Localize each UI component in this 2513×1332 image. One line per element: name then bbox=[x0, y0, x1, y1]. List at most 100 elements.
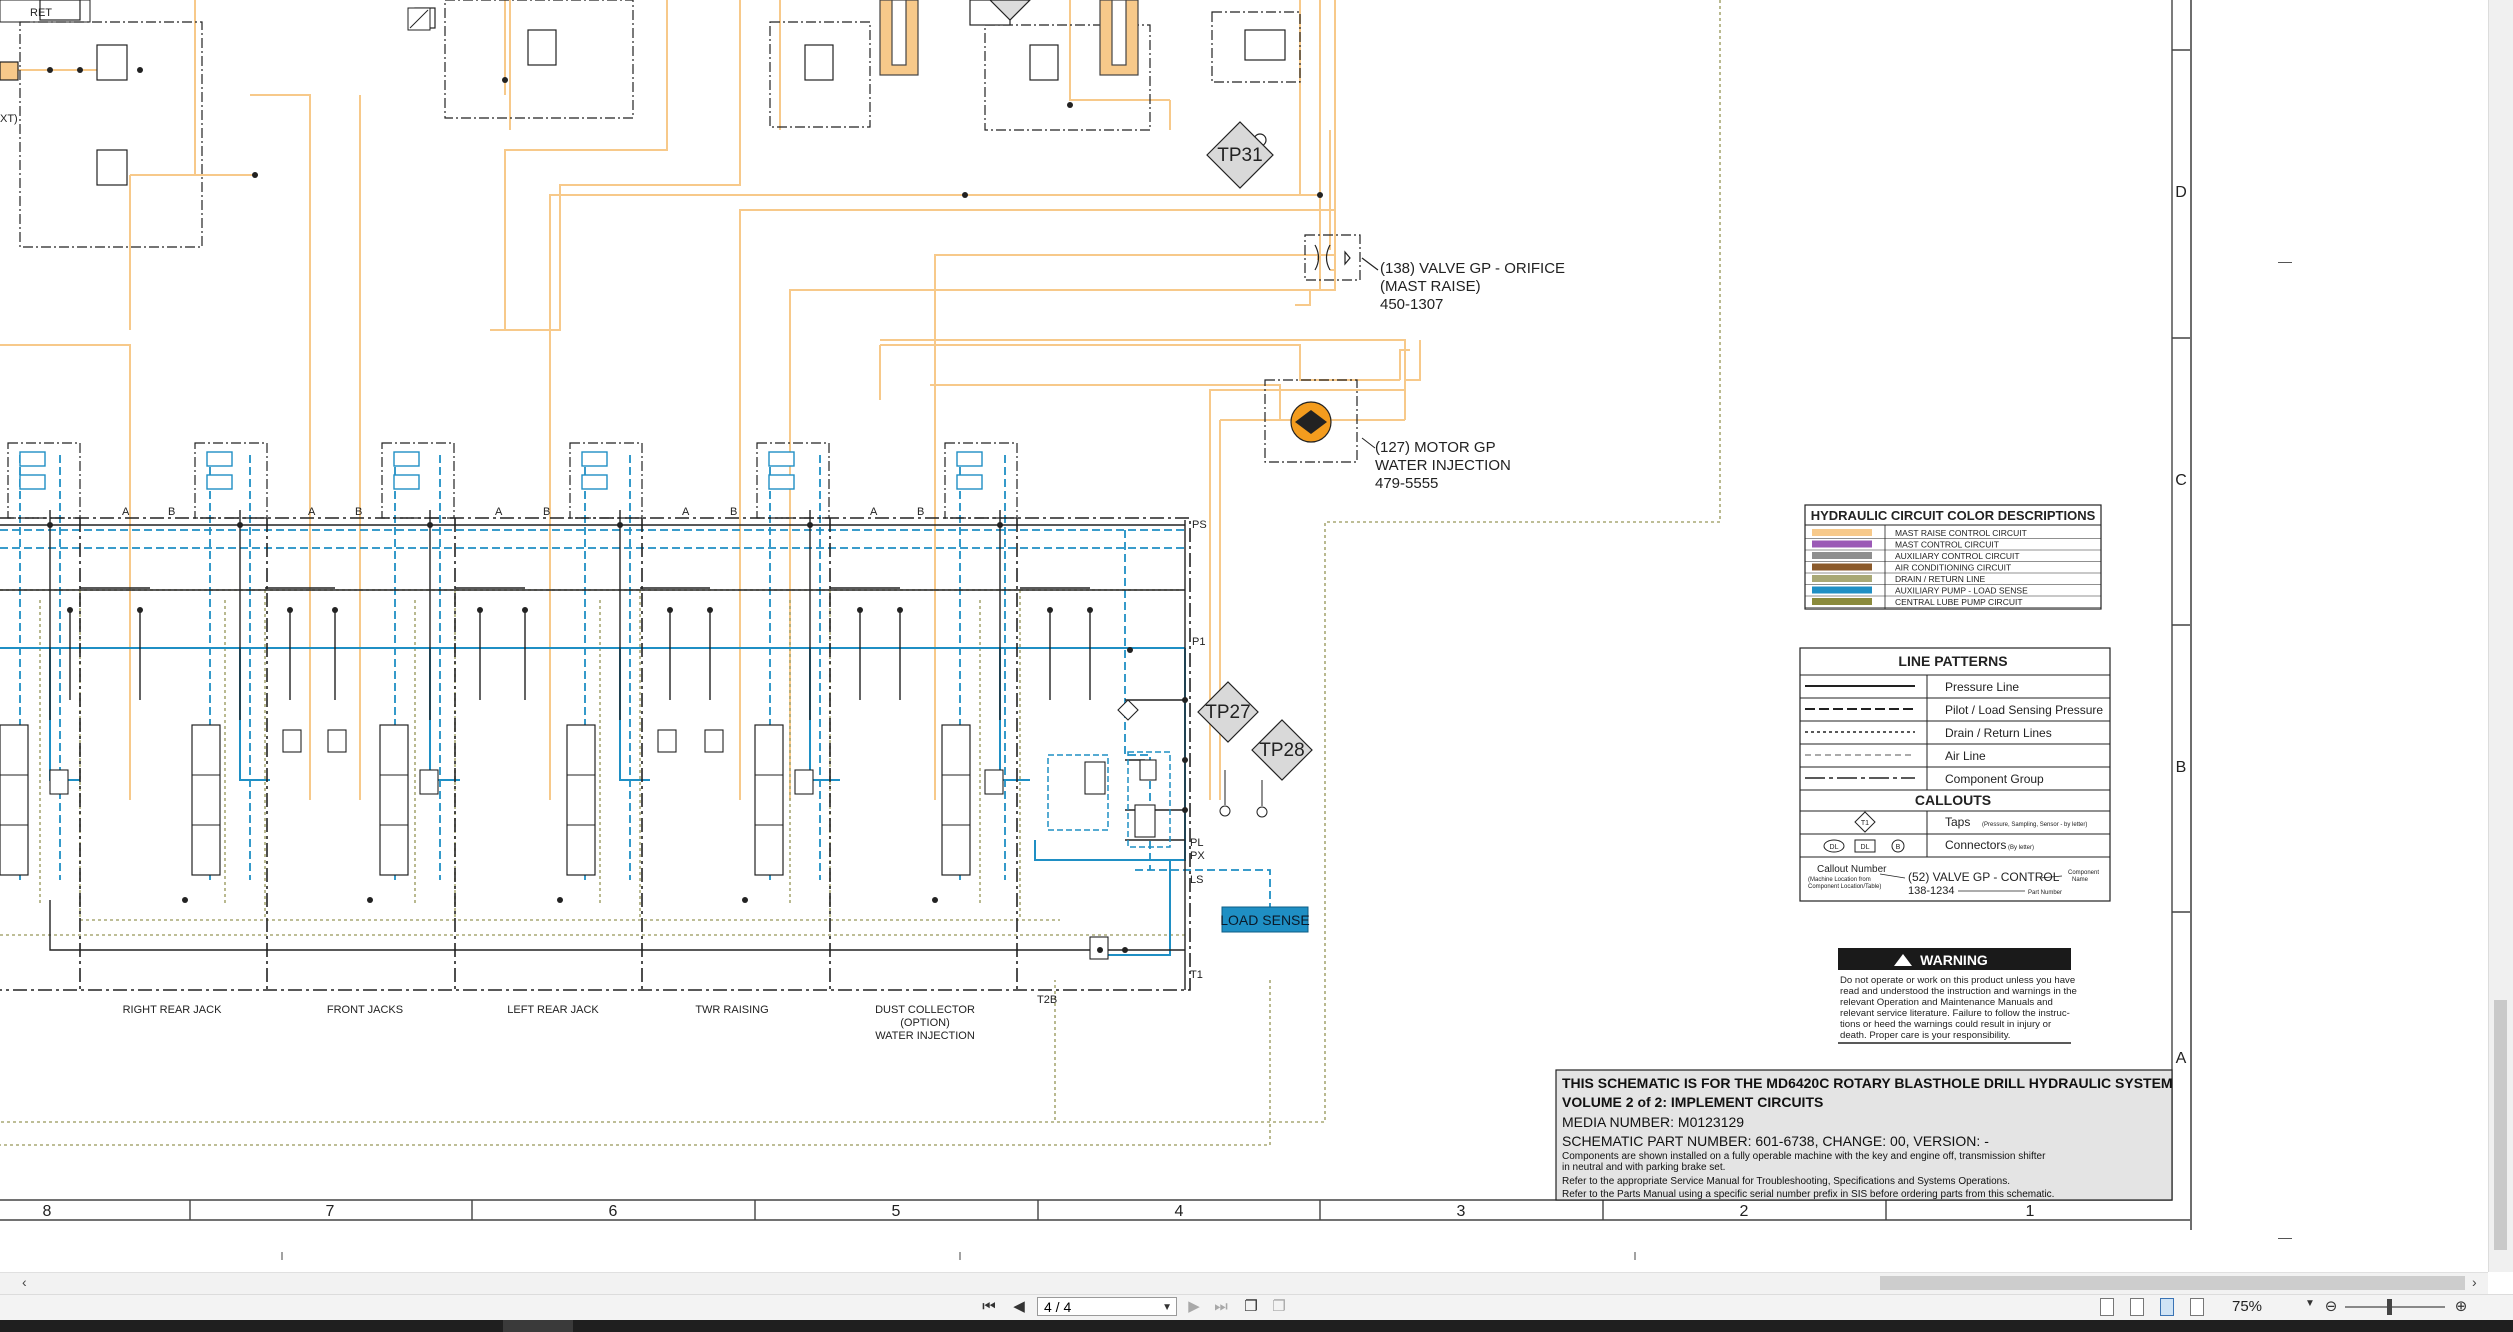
load-sense-group bbox=[1047, 754, 1109, 831]
page-number-field[interactable]: 4 / 4 ▼ bbox=[1037, 1297, 1177, 1316]
callouts-title: CALLOUTS bbox=[1915, 792, 1991, 808]
port-b-2: B bbox=[355, 506, 362, 518]
page-margin-mark bbox=[2278, 262, 2292, 263]
taps-label: Taps bbox=[1945, 815, 1970, 829]
zoom-slider-thumb[interactable] bbox=[2387, 1299, 2392, 1315]
pilot-module-icons bbox=[19, 451, 983, 490]
callout-number-label: Callout Number bbox=[1817, 864, 1887, 875]
chevron-down-icon[interactable]: ▼ bbox=[1162, 1302, 1172, 1313]
horizontal-scroll-thumb[interactable] bbox=[1880, 1276, 2465, 1290]
port-t2b: T2B bbox=[1037, 994, 1057, 1006]
single-page-view-icon[interactable] bbox=[2100, 1298, 2114, 1316]
zoom-level[interactable]: 75% bbox=[2232, 1298, 2263, 1315]
zoom-dropdown-icon[interactable]: ▼ bbox=[2305, 1298, 2315, 1309]
section-right-rear-jack: RIGHT REAR JACK bbox=[123, 1004, 222, 1016]
callout-example: (52) VALVE GP - CONTROL bbox=[1908, 870, 2060, 884]
next-page-icon[interactable]: ▶ bbox=[1188, 1298, 1200, 1315]
pattern-pilot-line: Pilot / Load Sensing Pressure bbox=[1945, 703, 2103, 717]
next-view-icon[interactable]: ❐ bbox=[1272, 1298, 1286, 1315]
col-number-3: 3 bbox=[1457, 1203, 1466, 1220]
top-dots bbox=[47, 67, 1323, 198]
legend-swatch bbox=[1812, 540, 1872, 548]
last-page-icon[interactable]: ⏭ bbox=[1214, 1298, 1228, 1315]
title-line-2: VOLUME 2 of 2: IMPLEMENT CIRCUITS bbox=[1562, 1094, 1823, 1110]
col-number-8: 8 bbox=[43, 1203, 52, 1220]
taskbar-tab[interactable] bbox=[503, 1320, 573, 1332]
title-block: THIS SCHEMATIC IS FOR THE MD6420C ROTARY… bbox=[1555, 1069, 2173, 1201]
connector-ex-1: DL bbox=[1830, 844, 1839, 851]
spool-valves bbox=[0, 724, 971, 876]
media-number: MEDIA NUMBER: M0123129 bbox=[1562, 1114, 1744, 1130]
two-page-continuous-view-icon[interactable] bbox=[2190, 1298, 2204, 1316]
continuous-view-icon[interactable] bbox=[2130, 1298, 2144, 1316]
legend-label: AUXILIARY CONTROL CIRCUIT bbox=[1895, 551, 2020, 561]
taskbar bbox=[0, 1320, 2513, 1332]
legend-swatch bbox=[1812, 563, 1872, 571]
connectors-label: Connectors bbox=[1945, 838, 2006, 852]
port-a-3: A bbox=[495, 506, 503, 518]
color-legend: HYDRAULIC CIRCUIT COLOR DESCRIPTIONS MAS… bbox=[1804, 504, 2102, 610]
orifice-callout-2: (MAST RAISE) bbox=[1380, 278, 1481, 295]
line-patterns-title: LINE PATTERNS bbox=[1898, 653, 2007, 669]
tp31-label: TP31 bbox=[1217, 145, 1262, 166]
port-p1: P1 bbox=[1192, 636, 1205, 648]
orifice-callout-3: 450-1307 bbox=[1380, 296, 1443, 313]
row-letter-a: A bbox=[2176, 1050, 2187, 1067]
port-b-1: B bbox=[168, 506, 175, 518]
port-px: PX bbox=[1190, 850, 1205, 862]
title-note-3: Refer to the appropriate Service Manual … bbox=[1562, 1176, 2010, 1187]
part-number-label: Part Number bbox=[2028, 890, 2062, 896]
motor-callout-3: 479-5555 bbox=[1375, 475, 1438, 492]
hydraulic-schematic: RET XT) (138) VALVE GP - ORIFICE (MAST R… bbox=[0, 0, 2190, 1260]
section-option: (OPTION) bbox=[900, 1017, 950, 1029]
drain-lines bbox=[0, 0, 1721, 1146]
motor-callout-1: (127) MOTOR GP bbox=[1375, 439, 1496, 456]
port-b-5: B bbox=[917, 506, 924, 518]
ret-label: RET bbox=[30, 7, 52, 19]
orifice-callout-1: (138) VALVE GP - ORIFICE bbox=[1380, 260, 1565, 277]
title-line-1: THIS SCHEMATIC IS FOR THE MD6420C ROTARY… bbox=[1562, 1075, 2173, 1091]
scroll-right-arrow-icon[interactable]: › bbox=[2472, 1274, 2477, 1290]
scroll-left-arrow-icon[interactable]: ‹ bbox=[22, 1274, 27, 1290]
two-page-view-icon[interactable] bbox=[2160, 1298, 2174, 1316]
section-twr-raising: TWR RAISING bbox=[695, 1004, 768, 1016]
warning-text-4: relevant service literature. Failure to … bbox=[1840, 1008, 2070, 1019]
zoom-slider-track[interactable] bbox=[2345, 1306, 2445, 1308]
pattern-drain-line: Drain / Return Lines bbox=[1945, 726, 2052, 740]
previous-view-icon[interactable]: ❐ bbox=[1244, 1298, 1258, 1315]
callout-number-note-2: Component Location/Table) bbox=[1808, 884, 1881, 890]
section-left-rear-jack: LEFT REAR JACK bbox=[507, 1004, 599, 1016]
row-letter-c: C bbox=[2175, 472, 2187, 489]
zoom-in-icon[interactable]: ⊕ bbox=[2454, 1298, 2468, 1315]
section-dust-collector: DUST COLLECTOR bbox=[875, 1004, 975, 1016]
page-number-value: 4 / 4 bbox=[1044, 1299, 1072, 1315]
col-number-2: 2 bbox=[1740, 1203, 1749, 1220]
connector-ex-2: DL bbox=[1861, 844, 1870, 851]
horizontal-scrollbar[interactable] bbox=[0, 1272, 2488, 1295]
line-patterns-legend: LINE PATTERNS Pressure Line Pilot / Load… bbox=[1799, 647, 2111, 902]
col-number-4: 4 bbox=[1175, 1203, 1184, 1220]
small-relief-valves bbox=[49, 699, 1157, 960]
port-b-4: B bbox=[730, 506, 737, 518]
previous-page-icon[interactable]: ◀ bbox=[1013, 1298, 1025, 1315]
component-name-label-2: Name bbox=[2072, 877, 2089, 883]
zoom-out-icon[interactable]: ⊖ bbox=[2324, 1298, 2338, 1315]
section-water-injection: WATER INJECTION bbox=[875, 1030, 975, 1042]
vertical-scroll-thumb[interactable] bbox=[2494, 1000, 2507, 1250]
legend-label: AIR CONDITIONING CIRCUIT bbox=[1895, 563, 2011, 573]
port-a-4: A bbox=[682, 506, 690, 518]
pilot-modules bbox=[7, 442, 1018, 519]
title-note-2: in neutral and with parking brake set. bbox=[1562, 1162, 1725, 1173]
document-viewport[interactable]: RET XT) (138) VALVE GP - ORIFICE (MAST R… bbox=[0, 0, 2513, 1272]
callout-number-note-1: (Machine Location from bbox=[1808, 877, 1871, 883]
first-page-icon[interactable]: ⏮ bbox=[982, 1298, 996, 1315]
legend-label: DRAIN / RETURN LINE bbox=[1895, 574, 1986, 584]
col-number-1: 1 bbox=[2026, 1203, 2035, 1220]
legend-swatch bbox=[1812, 598, 1872, 605]
top-component-groups bbox=[19, 0, 1361, 463]
warning-text-6: death. Proper care is your responsibilit… bbox=[1840, 1030, 2010, 1041]
port-a-1: A bbox=[122, 506, 130, 518]
pattern-component-group: Component Group bbox=[1945, 772, 2044, 786]
connector-ex-3: B bbox=[1896, 844, 1901, 851]
tp27-label: TP27 bbox=[1205, 702, 1250, 723]
